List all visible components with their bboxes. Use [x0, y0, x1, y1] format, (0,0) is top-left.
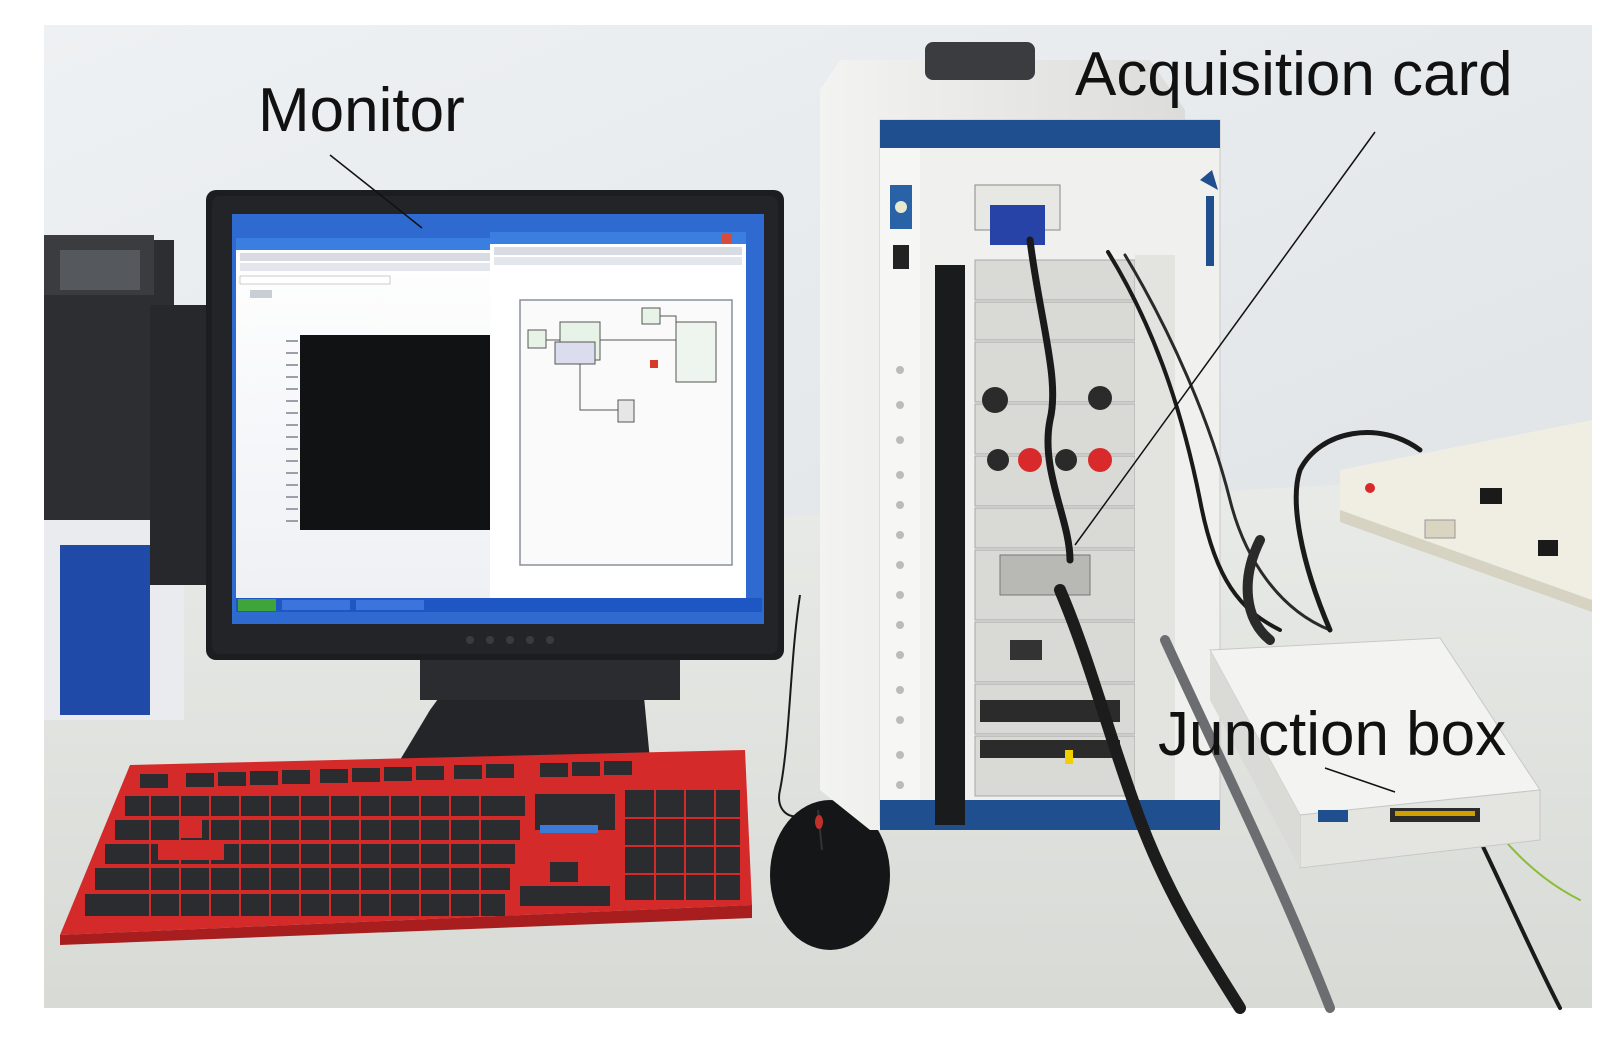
printer-device [44, 235, 210, 720]
cables [1026, 236, 1581, 1014]
monitor [206, 190, 784, 760]
annotation-leaders [329, 131, 1396, 793]
monitor-label: Monitor [258, 76, 465, 145]
acquisition-card-label: Acquisition card [1075, 40, 1513, 109]
junction-box [1209, 637, 1541, 869]
mouse [770, 594, 890, 950]
junction-box-label: Junction box [1158, 700, 1507, 769]
keyboard [60, 750, 752, 945]
power-strip [1340, 420, 1592, 612]
pxi-chassis [820, 42, 1221, 830]
